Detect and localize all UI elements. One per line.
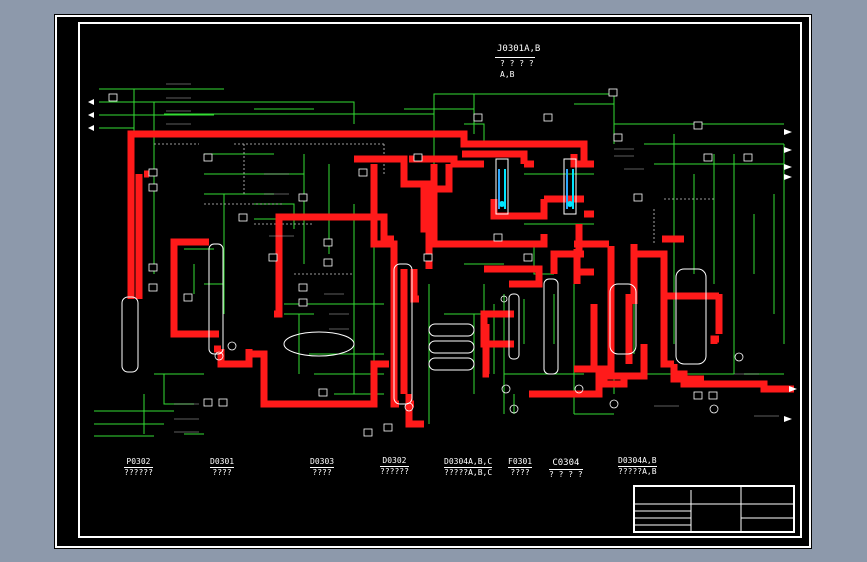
equipment-tag: D0301	[210, 457, 235, 466]
hot-lines	[127, 130, 794, 428]
equipment-tag: D0304A,B	[618, 456, 657, 465]
equipment-name: ????	[312, 468, 332, 477]
equipment-name: ????	[510, 468, 530, 477]
equipment-tag: C0304	[552, 458, 580, 468]
equipment-name: ??????	[380, 467, 409, 476]
equipment-tag: D0303	[310, 457, 335, 466]
tank-b	[428, 340, 475, 354]
equipment	[121, 158, 707, 405]
inner-border	[78, 22, 802, 538]
title-block	[633, 485, 795, 533]
drum-d0303	[283, 331, 355, 357]
equipment-name: ????	[212, 468, 232, 477]
vessel-d0302	[393, 263, 413, 405]
tank-c	[428, 357, 475, 371]
tag-underline	[380, 466, 409, 467]
vessel-f0301	[508, 293, 520, 360]
instrument-circles	[214, 295, 744, 414]
equipment-tag: P0302	[126, 457, 151, 466]
tag-underline	[210, 467, 235, 468]
tag-underline	[549, 469, 583, 470]
exchanger-details	[498, 169, 574, 209]
outer-border	[55, 15, 811, 548]
equipment-label-5: F0301 ????	[508, 457, 533, 477]
pid-diagram	[55, 15, 811, 548]
vessel-c0304a	[609, 283, 637, 355]
equipment-label-6: C0304 ? ? ? ?	[549, 459, 583, 479]
label-underline	[495, 57, 535, 58]
instrument-lines	[154, 143, 714, 275]
equipment-name: ?????A,B,C	[444, 468, 493, 477]
flow-arrows	[88, 99, 797, 422]
equipment-name: ??????	[124, 468, 153, 477]
exchanger-name: ? ? ? ?	[500, 59, 534, 68]
equipment-name: ?????A,B	[618, 467, 657, 476]
exchanger-b	[563, 158, 577, 215]
equipment-tag: D0302	[382, 456, 407, 465]
line-tag-marks	[166, 83, 779, 433]
equipment-tag: F0301	[508, 457, 533, 466]
equipment-label-7: D0304A,B ?????A,B	[618, 457, 657, 476]
exchanger-a	[495, 158, 509, 215]
tag-underline	[444, 467, 493, 468]
vessel-p0302	[121, 296, 139, 373]
vessel-c0304b	[675, 268, 707, 365]
exchanger-tag: J0301A,B	[497, 44, 541, 54]
vessel-d0304	[543, 278, 559, 375]
equipment-label-1: D0301 ????	[210, 457, 235, 477]
equipment-label-2: D0303 ????	[310, 457, 335, 477]
equipment-label-4: D0304A,B,C ?????A,B,C	[444, 457, 493, 477]
equipment-label-0: P0302 ??????	[124, 458, 153, 477]
drawing-sheet: J0301A,B ? ? ? ? A,B P0302 ?????? D0301 …	[54, 14, 812, 549]
tag-underline	[124, 467, 153, 468]
tag-underline	[310, 467, 335, 468]
tag-underline	[508, 467, 533, 468]
equipment-name: ? ? ? ?	[549, 470, 583, 479]
equipment-label-3: D0302 ??????	[380, 457, 409, 476]
instrument-tags	[108, 88, 753, 437]
exchanger-ab: A,B	[500, 70, 515, 79]
vessel-d0301	[208, 243, 224, 355]
tank-a	[428, 323, 475, 337]
tag-underline	[618, 466, 657, 467]
equipment-tag: D0304A,B,C	[444, 457, 493, 466]
